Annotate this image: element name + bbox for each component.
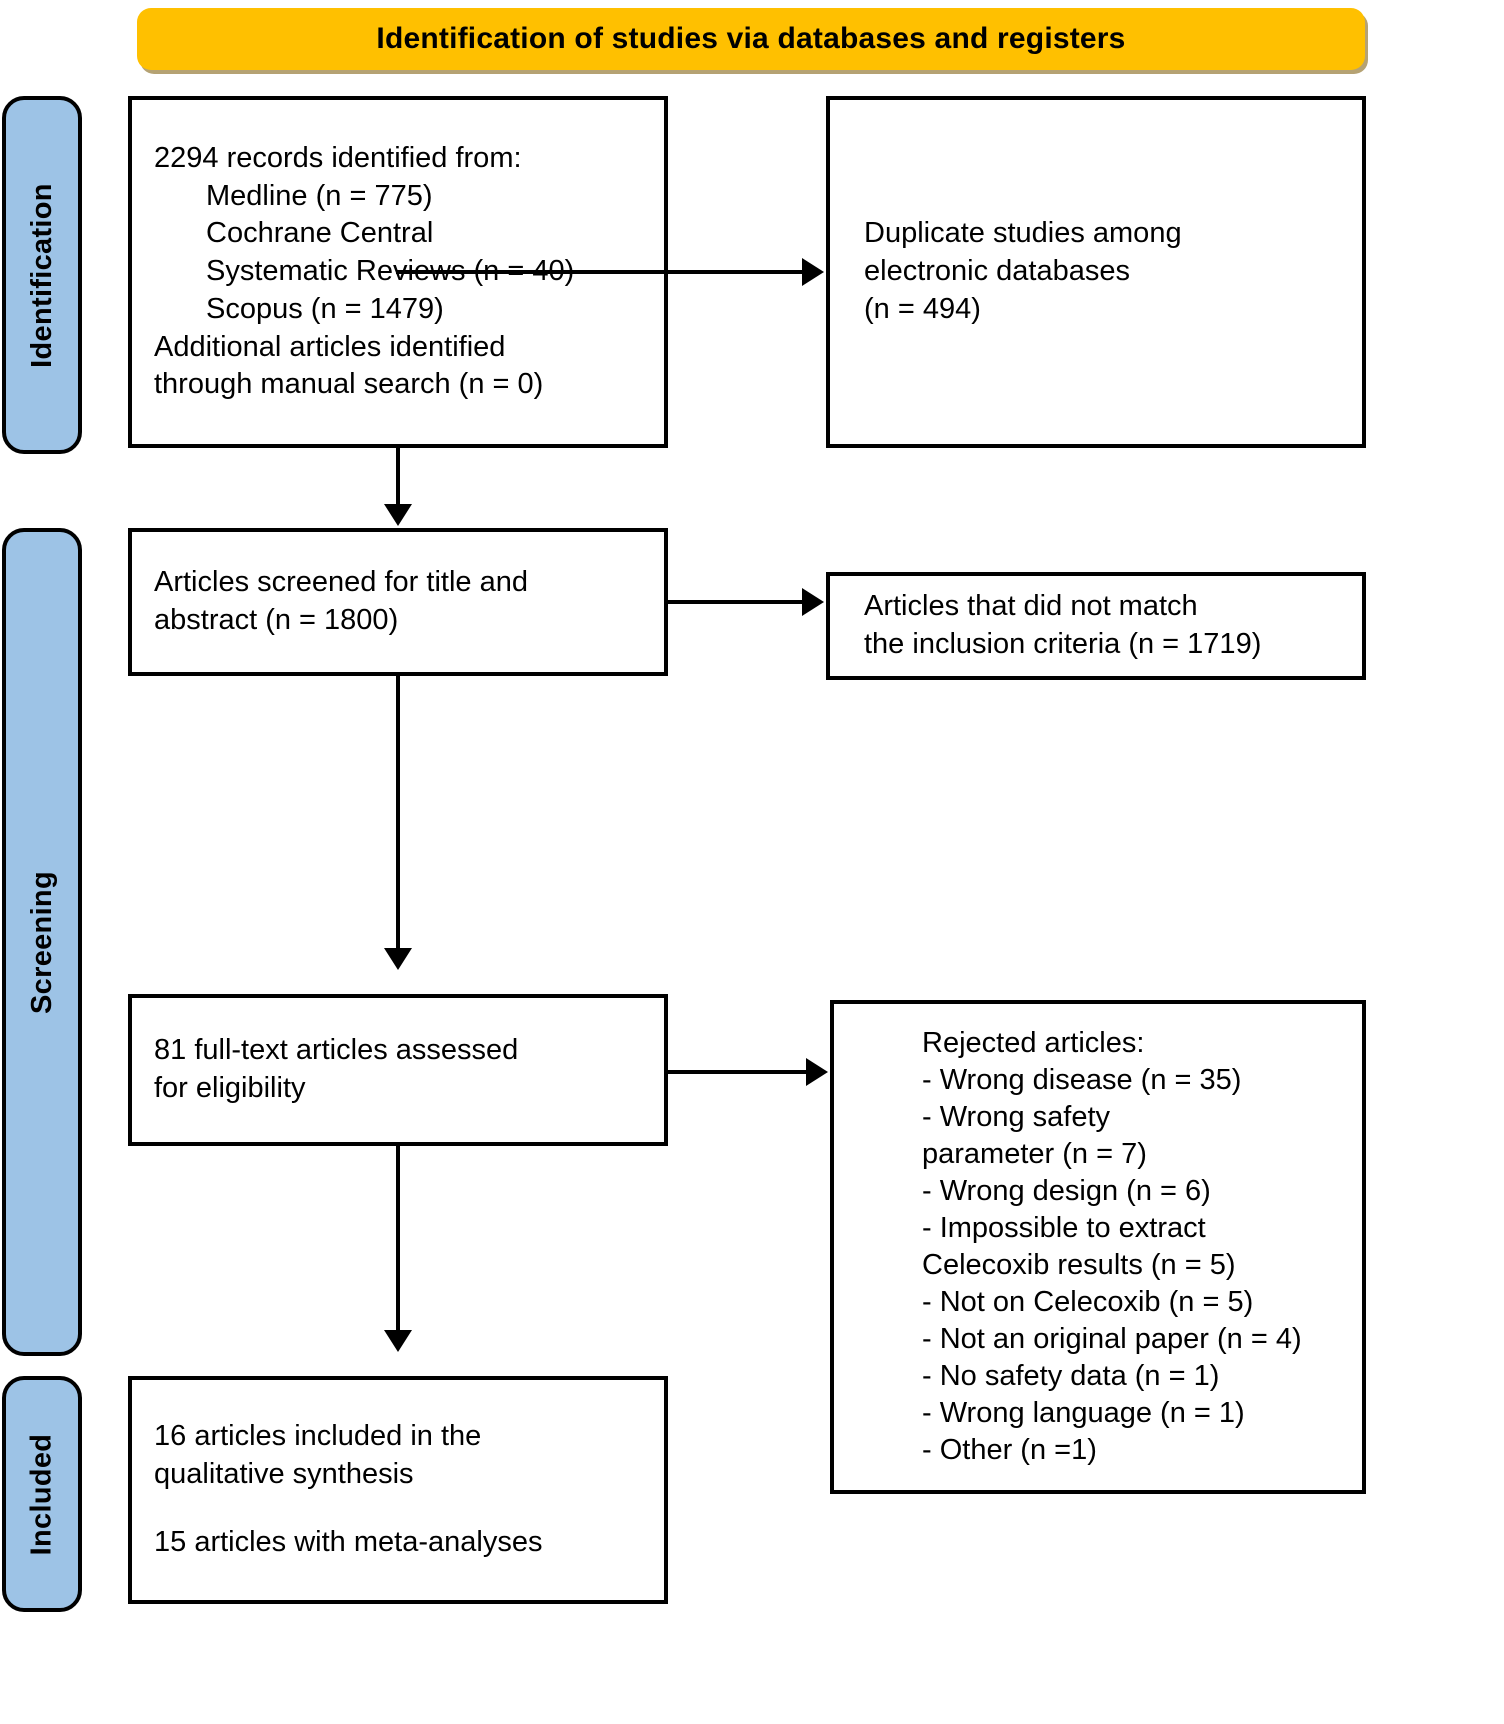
connector-fulltext-to-rejected	[668, 1070, 810, 1074]
arrow-down-icon	[384, 948, 412, 970]
box-duplicate-studies: Duplicate studies among electronic datab…	[826, 96, 1366, 448]
text-line: 15 articles with meta-analyses	[154, 1525, 543, 1558]
text-line: Medline (n = 775)	[206, 179, 433, 212]
connector-identified-to-duplicates	[396, 270, 806, 274]
text-spacer	[154, 1494, 642, 1524]
text-line: Duplicate studies among	[864, 217, 1182, 250]
text-line: - Not an original paper (n = 4)	[922, 1322, 1302, 1355]
box-fulltext-assessed: 81 full-text articles assessed for eligi…	[128, 994, 668, 1146]
text-line: Articles that did not match	[864, 590, 1198, 623]
arrow-right-icon	[806, 1058, 828, 1086]
diagram-header-banner: Identification of studies via databases …	[137, 8, 1365, 70]
banner-title: Identification of studies via databases …	[376, 22, 1126, 55]
text-line: Rejected articles:	[922, 1027, 1145, 1060]
text-line: - Wrong disease (n = 35)	[922, 1064, 1242, 1097]
box-articles-included: 16 articles included in the qualitative …	[128, 1376, 668, 1604]
text-line: Systematic Reviews (n = 40)	[206, 255, 575, 288]
text-line: - Wrong design (n = 6)	[922, 1175, 1211, 1208]
stage-label-included-text: Included	[25, 1433, 58, 1555]
text-line: Celecoxib results (n = 5)	[922, 1249, 1236, 1281]
box-rejected-articles-content: Rejected articles: - Wrong disease (n = …	[834, 1025, 1362, 1469]
connector-screened-to-fulltext	[396, 676, 400, 950]
box-articles-screened: Articles screened for title and abstract…	[128, 528, 668, 676]
box-duplicate-studies-content: Duplicate studies among electronic datab…	[830, 215, 1362, 328]
text-line: the inclusion criteria (n = 1719)	[864, 628, 1262, 660]
arrow-down-icon	[384, 504, 412, 526]
text-line: (n = 494)	[864, 292, 981, 325]
text-line: through manual search (n = 0)	[154, 368, 544, 401]
text-line: parameter (n = 7)	[922, 1138, 1147, 1171]
stage-label-identification-text: Identification	[25, 182, 58, 368]
text-line: Articles screened for title and	[154, 566, 528, 599]
stage-label-screening: Screening	[2, 528, 82, 1356]
text-line: qualitative synthesis	[154, 1458, 414, 1491]
box-articles-not-matching-content: Articles that did not match the inclusio…	[830, 588, 1362, 663]
text-line: - Other (n =1)	[922, 1433, 1097, 1466]
connector-screened-to-notmatch	[668, 600, 806, 604]
box-records-identified-content: 2294 records identified from: Medline (n…	[132, 140, 664, 404]
arrow-down-icon	[384, 1330, 412, 1352]
box-fulltext-assessed-content: 81 full-text articles assessed for eligi…	[132, 1032, 664, 1107]
text-line: - Impossible to extract	[922, 1212, 1206, 1245]
text-line: Cochrane Central	[206, 217, 434, 250]
text-line: 2294 records identified from:	[154, 142, 522, 175]
box-articles-not-matching: Articles that did not match the inclusio…	[826, 572, 1366, 680]
text-line: Scopus (n = 1479)	[206, 292, 444, 325]
text-line: for eligibility	[154, 1072, 306, 1104]
box-articles-screened-content: Articles screened for title and abstract…	[132, 564, 664, 639]
connector-fulltext-to-included	[396, 1146, 400, 1332]
stage-label-screening-text: Screening	[25, 870, 58, 1014]
text-line: 16 articles included in the	[154, 1420, 482, 1453]
box-articles-included-content: 16 articles included in the qualitative …	[132, 1418, 664, 1561]
text-line: - Not on Celecoxib (n = 5)	[922, 1285, 1254, 1318]
stage-label-included: Included	[2, 1376, 82, 1612]
connector-identified-to-screened	[396, 448, 400, 506]
text-line: electronic databases	[864, 255, 1130, 288]
text-line: - No safety data (n = 1)	[922, 1359, 1220, 1392]
text-line: Additional articles identified	[154, 330, 506, 363]
arrow-right-icon	[802, 588, 824, 616]
stage-label-identification: Identification	[2, 96, 82, 454]
text-line: 81 full-text articles assessed	[154, 1034, 519, 1067]
text-line: abstract (n = 1800)	[154, 604, 399, 636]
arrow-right-icon	[802, 258, 824, 286]
text-line: - Wrong language (n = 1)	[922, 1396, 1245, 1429]
box-rejected-articles: Rejected articles: - Wrong disease (n = …	[830, 1000, 1366, 1494]
text-line: - Wrong safety	[922, 1101, 1111, 1134]
